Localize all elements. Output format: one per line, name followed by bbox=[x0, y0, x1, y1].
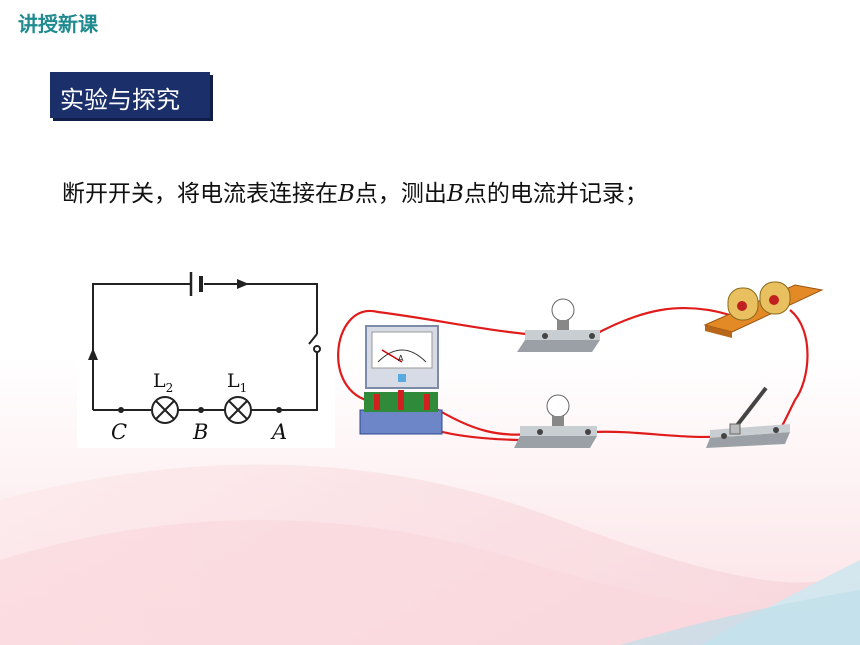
instruction-point1: B bbox=[338, 181, 355, 207]
switch-icon bbox=[706, 386, 790, 448]
circuit-schematic: L2 L1 C B A bbox=[77, 262, 335, 448]
circuit-apparatus: A bbox=[337, 281, 824, 448]
instruction-point2: B bbox=[446, 181, 464, 207]
point-b-label: B bbox=[193, 420, 209, 444]
page-header: 讲授新课 bbox=[18, 12, 98, 36]
bulb-icon bbox=[514, 394, 597, 448]
point-a-label: A bbox=[272, 420, 288, 444]
node-c bbox=[118, 407, 124, 413]
current-arrow-top bbox=[237, 279, 249, 289]
section-tag-label: 实验与探究 bbox=[60, 86, 180, 114]
current-arrow-left bbox=[88, 348, 98, 360]
bulb-icon bbox=[517, 298, 600, 352]
lamp2-label: L2 bbox=[153, 370, 174, 395]
instruction-part3: 点的电流并记录； bbox=[463, 181, 648, 207]
section-tag: 实验与探究 bbox=[50, 72, 210, 118]
schematic-diagram bbox=[88, 272, 321, 424]
node-b bbox=[198, 407, 204, 413]
instruction-part2: 点，测出 bbox=[354, 181, 447, 207]
instruction-text: 断开开关，将电流表连接在B点，测出B点的电流并记录； bbox=[62, 174, 648, 208]
svg-text:A: A bbox=[398, 354, 404, 363]
instruction-part1: 断开开关，将电流表连接在 bbox=[62, 181, 338, 207]
ammeter-icon: A bbox=[359, 325, 443, 435]
battery-icon bbox=[703, 281, 824, 338]
point-c-label: C bbox=[111, 420, 128, 444]
lamp1-label: L1 bbox=[227, 370, 248, 395]
node-a bbox=[276, 407, 282, 413]
